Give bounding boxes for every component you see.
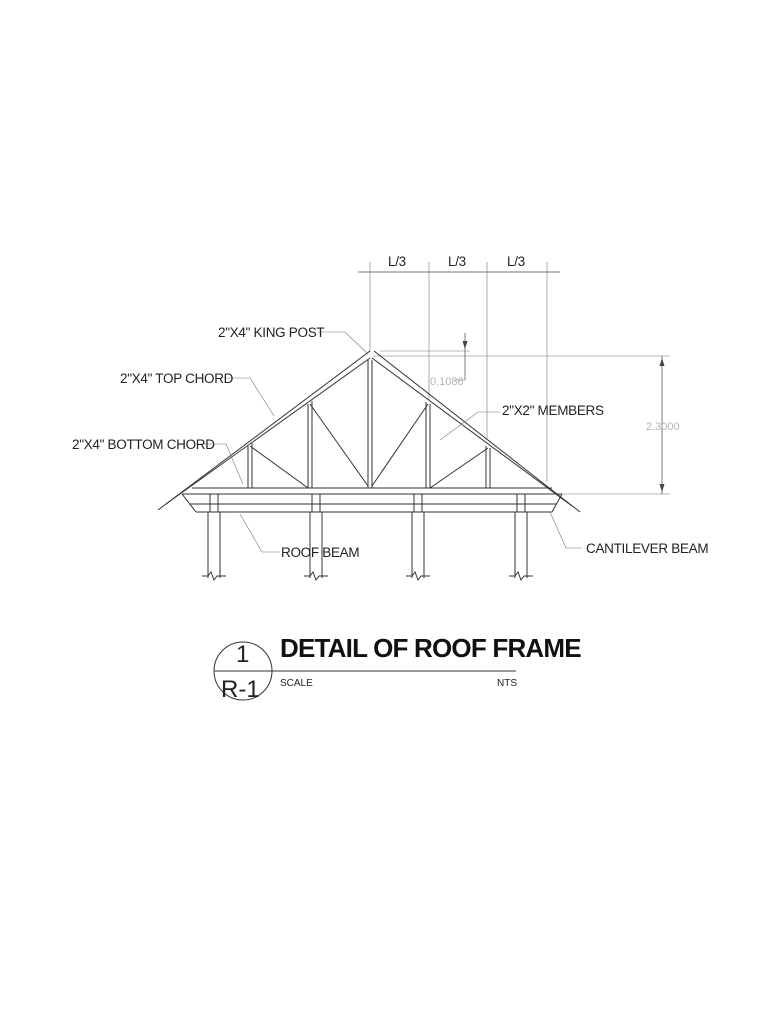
- top-chord-right: [373, 350, 581, 513]
- top-chord-left: [157, 350, 371, 511]
- title-block: 1 R-1 DETAIL OF ROOF FRAME SCALE NTS: [213, 633, 582, 703]
- label-roof-beam: ROOF BEAM: [281, 545, 359, 560]
- third-label-2: L/3: [448, 254, 466, 269]
- label-king-post: 2"X4" KING POST: [218, 325, 324, 340]
- scale-value: NTS: [497, 678, 517, 689]
- king-post-offset-dimension: 0.1086: [380, 333, 470, 388]
- sheet-number: R-1: [221, 676, 260, 703]
- label-bottom-chord: 2"X4" BOTTOM CHORD: [72, 437, 215, 452]
- roof-beam-assembly: [181, 493, 563, 582]
- posts: [202, 512, 533, 582]
- height-dimension: 2.3000: [373, 355, 680, 495]
- truss: [157, 350, 581, 513]
- third-dimension-lines: L/3 L/3 L/3: [358, 254, 560, 482]
- label-cantilever-beam: CANTILEVER BEAM: [586, 541, 708, 556]
- detail-number: 1: [236, 641, 249, 668]
- detail-title: DETAIL OF ROOF FRAME: [280, 633, 581, 663]
- third-label-1: L/3: [388, 254, 406, 269]
- callout-labels: 2"X4" KING POST 2"X4" TOP CHORD 2"X4" BO…: [72, 325, 709, 560]
- label-top-chord: 2"X4" TOP CHORD: [120, 371, 234, 386]
- truss-height-dimension: 2.3000: [646, 421, 680, 433]
- scale-label: SCALE: [280, 678, 313, 689]
- label-members: 2"X2" MEMBERS: [502, 403, 604, 418]
- leaders: [200, 331, 582, 553]
- king-post-offset: 0.1086: [430, 376, 464, 388]
- third-label-3: L/3: [507, 254, 525, 269]
